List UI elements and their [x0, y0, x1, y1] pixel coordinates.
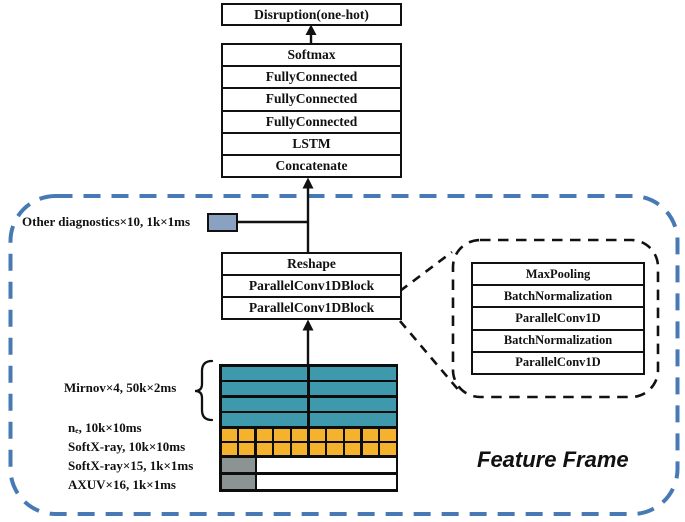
- mirnov-cell: [309, 397, 396, 411]
- other-diagnostics-label: Other diagnostics×10, 1k×1ms: [22, 214, 191, 229]
- disruption-output-label: Disruption(one-hot): [254, 6, 369, 22]
- conv-stack: Reshape ParallelConv1DBlock ParallelConv…: [221, 252, 402, 320]
- softxray-cell: [292, 443, 308, 455]
- detail-batchnormalization-1: BatchNormalization: [473, 284, 643, 306]
- softxray-cell: [274, 443, 290, 455]
- mirnov-cell: [221, 413, 308, 426]
- mirnov-row: [221, 366, 396, 380]
- signal-label-axuv: AXUV×16, 1k×1ms: [68, 477, 176, 492]
- softxray-cell: [292, 428, 308, 441]
- mirnov-row: [221, 413, 396, 426]
- arrow-reshape-to-concatenate-head: [302, 177, 314, 189]
- detail-batchnormalization-2: BatchNormalization: [473, 328, 643, 351]
- softxray-cell: [345, 428, 361, 441]
- layer-softmax: Softmax: [287, 47, 336, 63]
- softxray-cell: [256, 428, 272, 441]
- mirnov-cell: [309, 413, 396, 426]
- mirnov-row: [221, 382, 396, 395]
- softxray-cell: [221, 428, 237, 441]
- axuv-row: [221, 474, 396, 489]
- softxray-row: [221, 428, 396, 441]
- mirnov-cell: [309, 382, 396, 395]
- layer-fullyconnected-1: FullyConnected: [223, 65, 400, 87]
- arrow-input-to-convblock-head: [302, 319, 314, 331]
- softxray-cell: [256, 443, 272, 455]
- softxray-cell: [274, 428, 290, 441]
- softxray-cell: [345, 443, 361, 455]
- signal-label-ne: nₑ, 10k×10ms: [68, 420, 142, 435]
- block-detail-stack: MaxPooling BatchNormalization ParallelCo…: [471, 262, 645, 375]
- axuv-gray-cell: [221, 474, 255, 489]
- mirnov-cell: [221, 366, 308, 380]
- axuv-gray-cell: [221, 457, 255, 472]
- softxray-row: [221, 443, 396, 455]
- softxray-cell: [239, 428, 255, 441]
- signal-label-mirnov: Mirnov×4, 50k×2ms: [64, 380, 177, 395]
- signal-label-softxray: SoftX-ray, 10k×10ms: [68, 439, 186, 454]
- classifier-stack: Softmax FullyConnected FullyConnected Fu…: [221, 43, 402, 178]
- layer-parallelconv1dblock-1: ParallelConv1DBlock: [223, 274, 400, 296]
- mirnov-brace: [194, 359, 214, 422]
- feature-frame-title: Feature Frame: [477, 447, 629, 472]
- softxray-cell: [362, 428, 378, 441]
- layer-fullyconnected-3: FullyConnected: [223, 109, 400, 132]
- detail-maxpooling: MaxPooling: [525, 266, 591, 281]
- layer-reshape: Reshape: [287, 256, 336, 271]
- layer-parallelconv1dblock-2: ParallelConv1DBlock: [223, 296, 400, 318]
- layer-fullyconnected-2: FullyConnected: [223, 87, 400, 109]
- detail-callout-line-top: [399, 250, 453, 293]
- detail-parallelconv1d-1: ParallelConv1D: [473, 306, 643, 328]
- detail-parallelconv1d-2: ParallelConv1D: [473, 350, 643, 373]
- softxray-cell: [362, 443, 378, 455]
- signal-label-softxray15: SoftX-ray×15, 1k×1ms: [68, 458, 194, 473]
- softxray-cell: [380, 428, 396, 441]
- input-data-grid: [219, 364, 398, 492]
- softxray-cell: [309, 428, 325, 441]
- softxray-cell: [309, 443, 325, 455]
- softxray-cell: [327, 443, 343, 455]
- axuv-empty-cell: [257, 457, 396, 472]
- arrow-stack-to-output-head: [305, 24, 317, 35]
- axuv-empty-cell: [257, 474, 396, 489]
- mirnov-cell: [221, 397, 308, 411]
- axuv-row: [221, 457, 396, 472]
- softxray-cell: [221, 443, 237, 455]
- softxray-cell: [327, 428, 343, 441]
- mirnov-row: [221, 397, 396, 411]
- mirnov-cell: [309, 366, 396, 380]
- disruption-output-box: Disruption(one-hot): [221, 3, 402, 26]
- softxray-cell: [380, 443, 396, 455]
- other-diagnostics-box: [207, 213, 238, 232]
- layer-lstm: LSTM: [223, 131, 400, 154]
- layer-concatenate: Concatenate: [223, 153, 400, 176]
- mirnov-cell: [221, 382, 308, 395]
- softxray-cell: [239, 443, 255, 455]
- feature-frame-border: [8, 194, 680, 516]
